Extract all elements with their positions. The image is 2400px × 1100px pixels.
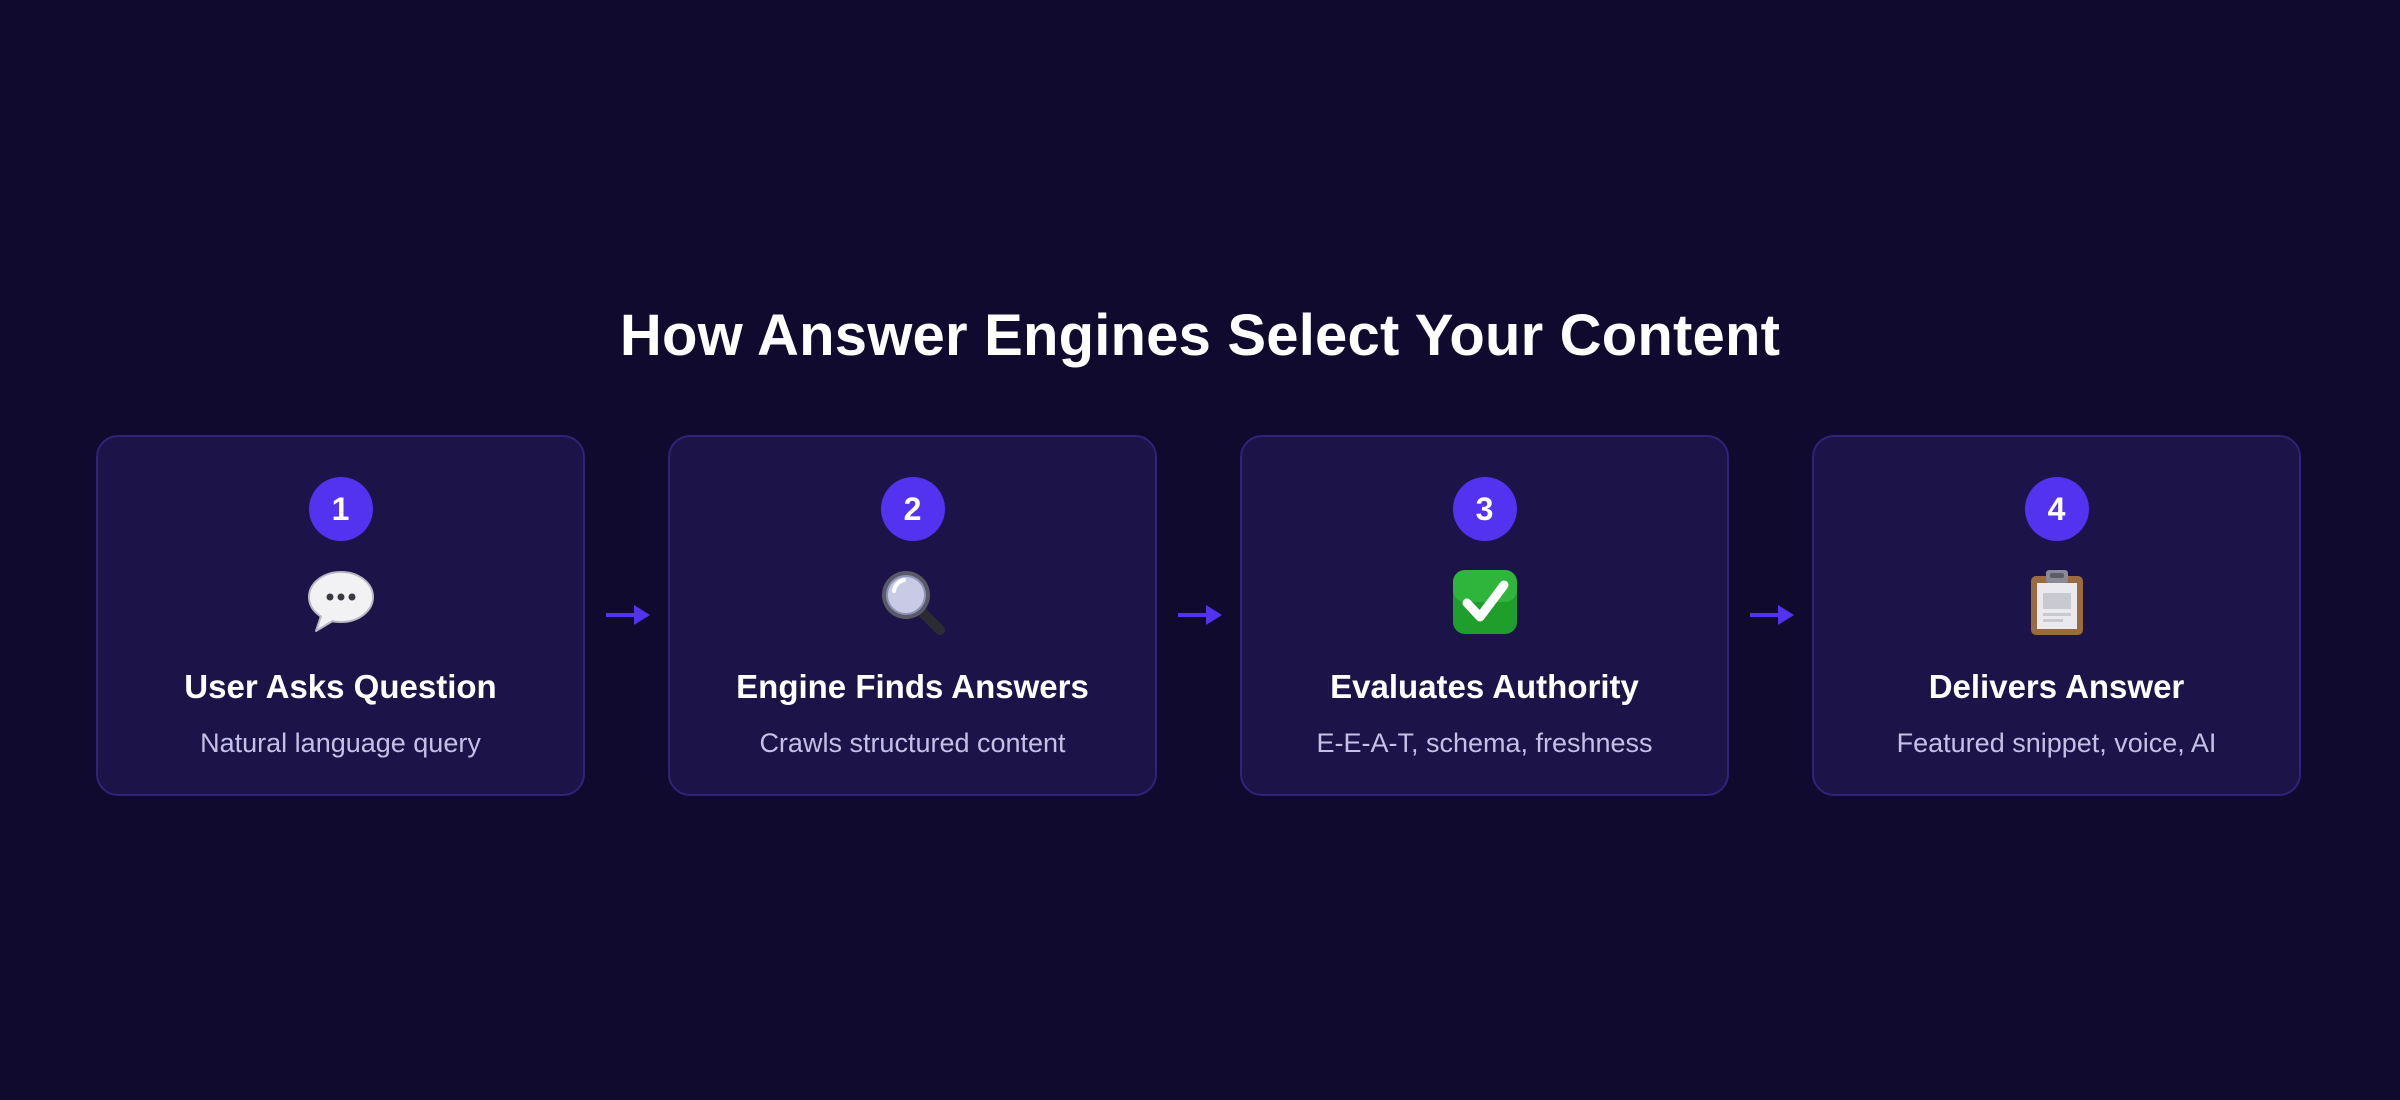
step-title: Delivers Answer [1928, 668, 2185, 705]
step-card-2: 2 Engine Finds Answers Crawls structured… [668, 435, 1157, 796]
magnifying-glass-icon [878, 567, 948, 637]
check-mark-icon [1450, 567, 1520, 637]
right-arrow-icon [604, 597, 652, 633]
step-number-badge: 4 [2024, 477, 2089, 541]
step-title: Evaluates Authority [1330, 668, 1639, 705]
step-description: E-E-A-T, schema, freshness [1316, 728, 1653, 758]
right-arrow-icon [1748, 597, 1796, 633]
step-description: Crawls structured content [759, 728, 1066, 758]
step-title: User Asks Question [184, 668, 497, 705]
clipboard-icon [2022, 567, 2092, 637]
step-number-badge: 2 [880, 477, 945, 541]
step-description: Featured snippet, voice, AI [1896, 728, 2217, 758]
speech-bubble-icon [306, 567, 376, 637]
step-title: Engine Finds Answers [736, 668, 1089, 705]
step-card-1: 1 User Asks Question Natural language qu… [96, 435, 585, 796]
step-description: Natural language query [200, 728, 481, 758]
step-number-badge: 1 [308, 477, 373, 541]
diagram-title: How Answer Engines Select Your Content [619, 303, 1781, 368]
step-card-3: 3 Evaluates Authority E-E-A-T, schema, f… [1240, 435, 1729, 796]
step-card-4: 4 Delivers Answer Featured snippet, voic… [1812, 435, 2301, 796]
step-number-badge: 3 [1452, 477, 1517, 541]
right-arrow-icon [1176, 597, 1224, 633]
